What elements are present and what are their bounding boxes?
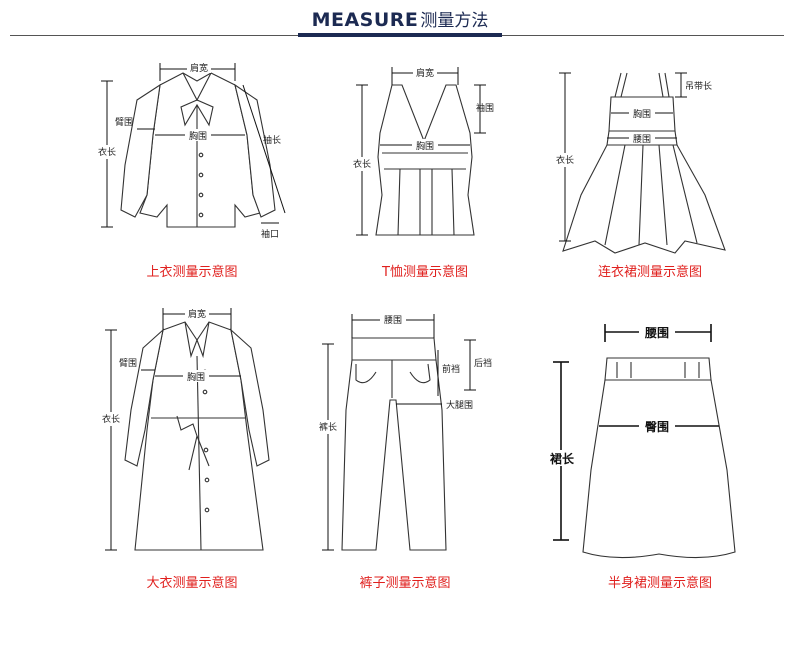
label-thigh: 大腿围: [446, 399, 473, 411]
caption-dress: 连衣裙测量示意图: [597, 265, 702, 280]
panel-skirt: 腰围 臀围 裙长 半身裙测量示意图: [535, 300, 785, 591]
label-cuff: 袖口: [261, 228, 279, 240]
label-length: 裤长: [319, 421, 337, 433]
panel-shirt: 肩宽 臂围 胸围 衣长 袖长 袖口 上衣测量示意图: [85, 45, 335, 295]
label-sleeve: 袖长: [263, 134, 281, 146]
label-chest: 胸围: [416, 140, 434, 152]
label-shoulder: 肩宽: [190, 62, 208, 74]
label-length: 衣长: [98, 146, 116, 158]
panel-pants: 腰围 前裆 后裆 大腿围 裤长 裤子测量示意图: [300, 300, 550, 591]
caption-pants: 裤子测量示意图: [359, 576, 451, 591]
label-shoulder: 肩宽: [188, 308, 206, 320]
caption-skirt: 半身裙测量示意图: [607, 576, 712, 591]
label-strap: 吊带长: [685, 80, 712, 92]
label-length: 衣长: [556, 154, 574, 166]
skirt-diagram: 腰围 臀围 裙长: [547, 324, 736, 559]
panel-dress: 吊带长 胸围 腰围 衣长 连衣裙测量示意图: [535, 45, 785, 295]
label-hip: 臀围: [645, 419, 669, 434]
pants-diagram: 腰围 前裆 后裆 大腿围 裤长: [316, 313, 492, 551]
label-length: 衣长: [102, 413, 120, 425]
shirt-diagram: 肩宽 臂围 胸围 衣长 袖长 袖口: [95, 61, 286, 240]
header-underline: [298, 33, 502, 37]
title-zh: 测量方法: [420, 11, 489, 31]
label-chest: 胸围: [189, 130, 207, 142]
caption-tshirt: T恤测量示意图: [382, 265, 468, 280]
tshirt-diagram: 肩宽 袖围 胸围 衣长: [350, 66, 494, 236]
caption-coat: 大衣测量示意图: [146, 576, 238, 591]
label-arm: 臂围: [115, 116, 133, 128]
label-shoulder: 肩宽: [416, 67, 434, 79]
panel-coat: 肩宽 臂围 胸围 衣长 大衣测量示意图: [85, 300, 335, 591]
dress-diagram: 吊带长 胸围 腰围 衣长: [553, 72, 726, 254]
caption-shirt: 上衣测量示意图: [146, 265, 238, 280]
label-length: 衣长: [353, 158, 371, 170]
panel-tshirt: 肩宽 袖围 胸围 衣长 T恤测量示意图: [300, 45, 550, 295]
label-length: 裙长: [549, 451, 575, 466]
label-chest: 胸围: [633, 108, 651, 120]
coat-diagram: 肩宽 臂围 胸围 衣长: [99, 307, 270, 551]
label-waist: 腰围: [644, 325, 669, 340]
label-waist: 腰围: [384, 315, 402, 326]
label-armhole: 袖围: [476, 102, 494, 114]
title-en: MEASURE: [311, 9, 419, 31]
label-front-rise: 前裆: [442, 363, 460, 375]
label-back-rise: 后裆: [474, 357, 492, 369]
label-chest: 胸围: [187, 371, 205, 383]
label-arm: 臂围: [119, 357, 137, 369]
label-waist: 腰围: [633, 134, 651, 145]
